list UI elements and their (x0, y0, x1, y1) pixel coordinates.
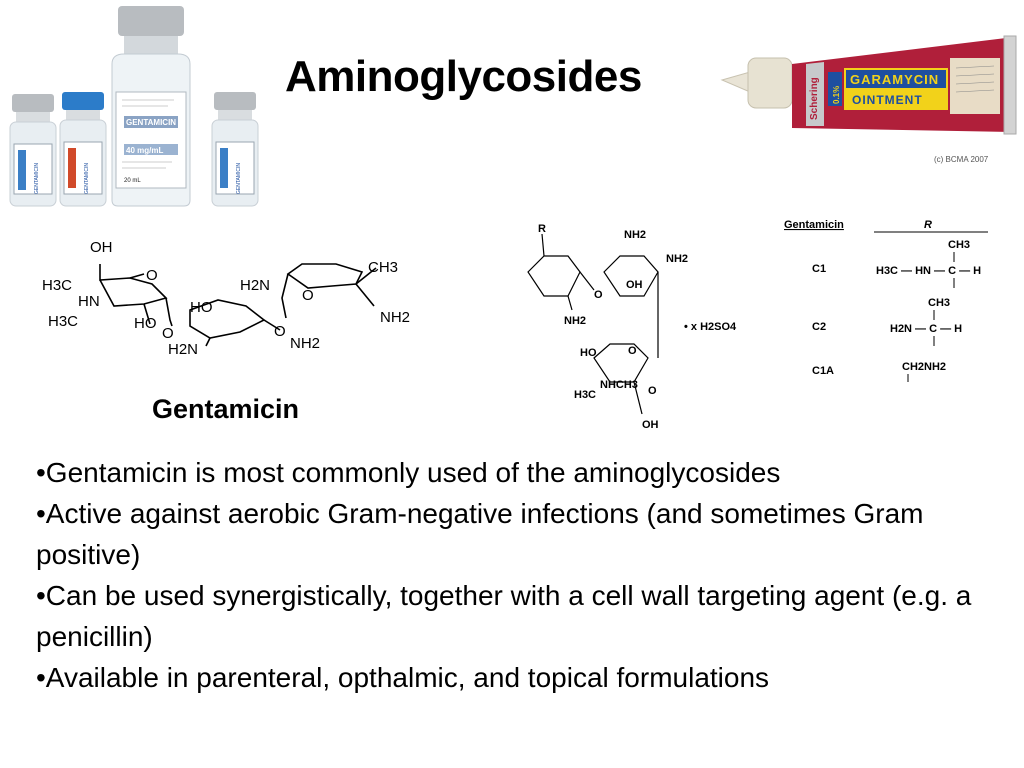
s2-label-0: R (538, 223, 546, 235)
s1-label-8: H2N (168, 341, 198, 358)
gentamicin-sulfate-structure: R NH2 NH2 OH O NH2 HO O NHCH3 H3C O OH •… (527, 223, 737, 431)
row-c1-name: C1 (812, 263, 826, 275)
s1-label-13: CH3 (368, 259, 398, 276)
row-c2-r1: H2N — C — H (890, 323, 962, 335)
tube-name: GARAMYCIN (850, 72, 939, 87)
row-c1-r1: H3C — HN — C — H (876, 265, 981, 277)
tube-brand: Schering (809, 77, 820, 120)
s2-label-6: HO (580, 347, 597, 359)
structure-caption: Gentamicin (152, 394, 300, 424)
s2-label-2: NH2 (666, 253, 688, 265)
small-vial-label-3: GENTAMICIN (236, 163, 242, 194)
s2-label-7: O (628, 345, 637, 357)
bullet-list: •Gentamicin is most commonly used of the… (36, 452, 996, 698)
r-group-table: Gentamicin R C1 CH3 H3C — HN — C — H C2 … (784, 219, 988, 382)
s1-label-7: HO (190, 299, 213, 316)
small-vial-label-2: GENTAMICIN (84, 163, 90, 194)
row-c2-name: C2 (812, 321, 826, 333)
big-vial: GENTAMICIN 40 mg/mL 20 mL (111, 6, 191, 207)
s1-label-0: OH (90, 239, 113, 256)
s1-label-10: NH2 (290, 335, 320, 352)
s1-label-3: H3C (48, 313, 78, 330)
row-c2-r0: CH3 (928, 297, 950, 309)
s2-label-3: OH (626, 279, 643, 291)
s1-label-12: O (302, 287, 314, 304)
s1-label-5: HO (134, 315, 157, 332)
s2-label-12: • x H2SO4 (684, 321, 737, 333)
s1-label-14: NH2 (380, 309, 410, 326)
tube-sub: OINTMENT (852, 93, 923, 107)
big-vial-label-3: 20 mL (124, 178, 141, 184)
s2-label-10: O (648, 385, 657, 397)
big-vial-label-2: 40 mg/mL (126, 146, 163, 155)
gentamicin-structure: OH H3C HN H3C O HO O HO H2N O NH2 H2N O … (42, 239, 410, 358)
s1-label-1: H3C (42, 277, 72, 294)
slide-title: Aminoglycosides (285, 52, 642, 101)
row-c1-r0: CH3 (948, 239, 970, 251)
s2-label-5: NH2 (564, 315, 586, 327)
bullet-item: •Available in parenteral, opthalmic, and… (36, 662, 770, 693)
ointment-tube-photo: Schering 0.1% GARAMYCIN OINTMENT (c) BCM… (720, 35, 1017, 164)
s1-label-6: O (162, 325, 174, 342)
small-vial-2: GENTAMICIN (59, 92, 107, 207)
tube-copyright: (c) BCMA 2007 (934, 155, 989, 164)
bullet-item: •Can be used synergistically, together w… (36, 580, 972, 652)
s2-label-11: OH (642, 419, 659, 431)
s2-label-8: NHCH3 (600, 379, 638, 391)
s1-label-9: O (274, 323, 286, 340)
bullet-item: •Active against aerobic Gram-negative in… (36, 498, 924, 570)
small-vial-3: GENTAMICIN (211, 92, 259, 207)
table-header-name: Gentamicin (784, 219, 844, 231)
s2-label-1: NH2 (624, 229, 646, 241)
small-vial-1: GENTAMICIN (9, 94, 57, 207)
s1-label-4: O (146, 267, 158, 284)
big-vial-label-1: GENTAMICIN (126, 118, 176, 127)
s1-label-2: HN (78, 293, 100, 310)
tube-badge: 0.1% (832, 86, 841, 104)
small-vial-label: GENTAMICIN (34, 163, 40, 194)
vials-photo: GENTAMICIN GENTAMICIN GENTAMICIN 40 mg/m… (9, 6, 259, 207)
row-c1a-name: C1A (812, 365, 834, 377)
s2-label-4: O (594, 289, 603, 301)
row-c1a-r0: CH2NH2 (902, 361, 946, 373)
s2-label-9: H3C (574, 389, 596, 401)
table-header-r: R (924, 219, 932, 231)
bullet-item: •Gentamicin is most commonly used of the… (36, 457, 781, 488)
s1-label-11: H2N (240, 277, 270, 294)
